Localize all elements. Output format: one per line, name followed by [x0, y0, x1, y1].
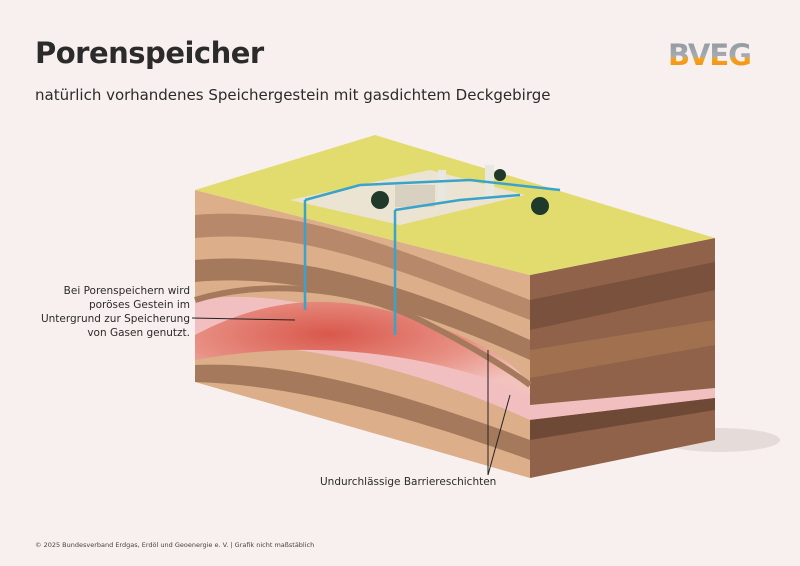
- footer-copyright: © 2025 Bundesverband Erdgas, Erdöl und G…: [35, 541, 315, 549]
- leader-line: [191, 317, 296, 321]
- front-layer: [195, 258, 530, 360]
- well-pipes: [303, 178, 561, 335]
- tank: [438, 170, 446, 200]
- cap-rock-layer: [194, 285, 532, 388]
- facility-building: [395, 185, 435, 207]
- front-layer: [195, 213, 530, 320]
- tree-icon: [494, 169, 506, 181]
- right-layer: [530, 262, 715, 330]
- barrier-annotation: Undurchlässige Barriereschichten: [320, 476, 497, 488]
- leader-line: [487, 350, 511, 476]
- page-title: Porenspeicher: [35, 36, 264, 70]
- tree-icon: [371, 191, 389, 209]
- gas-reservoir: [195, 301, 530, 395]
- right-layer: [530, 320, 715, 378]
- page-subtitle: natürlich vorhandenes Speichergestein mi…: [35, 86, 551, 104]
- right-layer: [530, 398, 715, 440]
- bveg-logo: BVEG: [668, 38, 752, 72]
- reservoir-annotation: Bei Porenspeichern wird poröses Gestein …: [40, 285, 190, 339]
- right-pink-layer: [530, 388, 715, 420]
- tree-icon: [531, 197, 549, 215]
- front-layer: [195, 364, 530, 460]
